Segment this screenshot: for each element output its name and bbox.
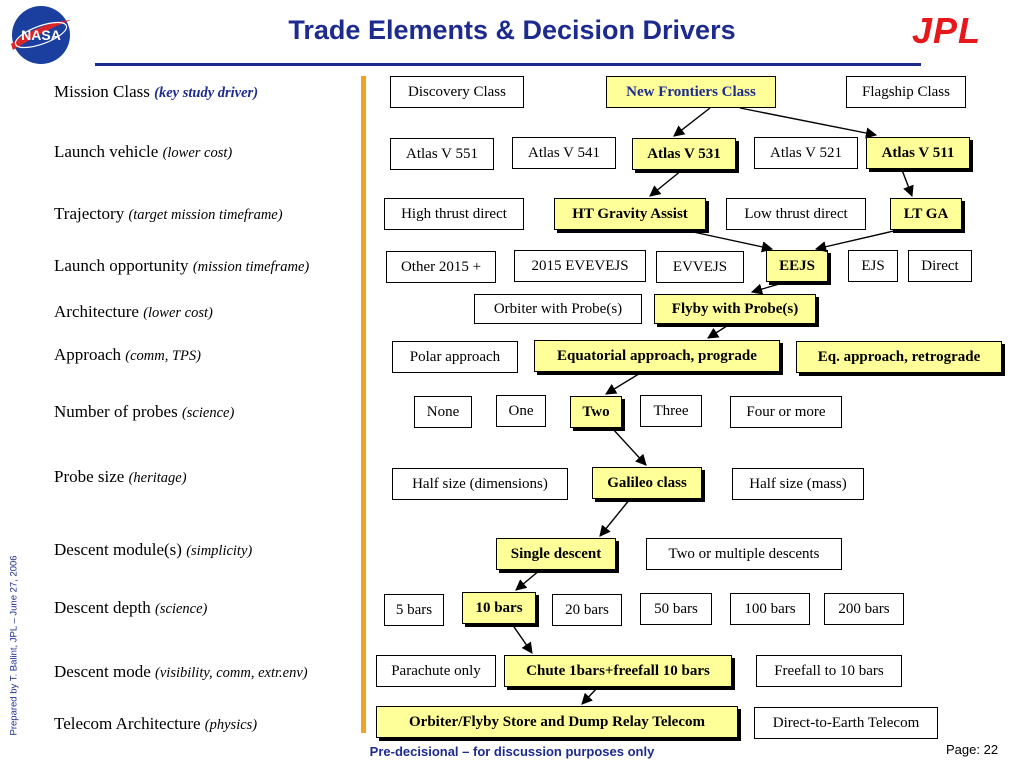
option-lt-ga: LT GA <box>890 198 962 230</box>
option-freefall-10-bars: Freefall to 10 bars <box>756 655 902 687</box>
row-label-trajectory: Trajectory (target mission timeframe) <box>54 204 283 223</box>
row-label-descent-modules: Descent module(s) (simplicity) <box>54 540 253 559</box>
option-probes-one: One <box>496 395 546 427</box>
arrow-eqpro-to-two <box>605 371 643 395</box>
arrow-single-to-10bars <box>515 569 541 591</box>
option-atlas-v-551: Atlas V 551 <box>390 138 494 170</box>
row-label-mission-class: Mission Class (key study driver) <box>54 82 259 101</box>
option-probes-four-or-more: Four or more <box>730 396 842 428</box>
title-underline <box>95 63 921 66</box>
row-label-descent-mode: Descent mode (visibility, comm, extr.env… <box>54 662 308 681</box>
row-label-telecom: Telecom Architecture (physics) <box>54 714 258 733</box>
arrow-two-to-galileo <box>611 427 647 466</box>
arrow-531-to-htga <box>649 169 683 197</box>
row-label-approach: Approach (comm, TPS) <box>54 345 201 364</box>
arrow-ltga-to-eejs <box>814 229 899 253</box>
row-label-launch-opportunity: Launch opportunity (mission timeframe) <box>54 256 310 275</box>
option-other-2015: Other 2015 + <box>386 251 496 283</box>
arrow-10bars-to-chute <box>511 623 533 654</box>
option-probes-two: Two <box>570 396 622 428</box>
footer-disclaimer: Pre-decisional – for discussion purposes… <box>369 744 655 759</box>
page-title: Trade Elements & Decision Drivers <box>288 15 736 45</box>
option-2015-evevejs: 2015 EVEVEJS <box>514 250 646 282</box>
option-probes-none: None <box>414 396 472 428</box>
nasa-logo: NASA <box>11 6 71 64</box>
option-atlas-v-541: Atlas V 541 <box>512 137 616 169</box>
row-label-architecture: Architecture (lower cost) <box>54 302 213 321</box>
option-orbiter-with-probes: Orbiter with Probe(s) <box>474 294 642 324</box>
row-label-descent-depth: Descent depth (science) <box>54 598 208 617</box>
option-polar-approach: Polar approach <box>392 341 518 373</box>
option-200-bars: 200 bars <box>824 593 904 625</box>
option-atlas-v-531: Atlas V 531 <box>632 138 736 170</box>
arrow-chute-to-relay <box>581 686 599 705</box>
option-half-size-dimensions: Half size (dimensions) <box>392 468 568 500</box>
option-5-bars: 5 bars <box>384 594 444 626</box>
option-eejs: EEJS <box>766 250 828 282</box>
option-ejs: EJS <box>848 250 898 282</box>
option-50-bars: 50 bars <box>640 593 712 625</box>
arrow-511-to-ltga <box>901 169 914 198</box>
arrow-nf-to-511 <box>739 107 878 139</box>
option-low-thrust-direct: Low thrust direct <box>726 198 866 230</box>
option-probes-three: Three <box>640 395 702 427</box>
option-flyby-with-probes: Flyby with Probe(s) <box>654 294 816 324</box>
row-label-number-of-probes: Number of probes (science) <box>54 402 235 421</box>
page-number: Page: 22 <box>946 742 999 757</box>
option-store-and-dump-relay: Orbiter/Flyby Store and Dump Relay Telec… <box>376 706 738 738</box>
option-20-bars: 20 bars <box>552 594 622 626</box>
nasa-logo-text: NASA <box>21 27 61 43</box>
option-galileo-class: Galileo class <box>592 467 702 499</box>
option-new-frontiers-class: New Frontiers Class <box>606 76 776 108</box>
jpl-logo: JPL <box>912 10 982 51</box>
arrow-htga-to-eejs <box>683 229 774 253</box>
option-evvejs: EVVEJS <box>656 251 744 283</box>
option-atlas-v-521: Atlas V 521 <box>754 137 858 169</box>
option-multiple-descents: Two or multiple descents <box>646 538 842 570</box>
option-single-descent: Single descent <box>496 538 616 570</box>
option-parachute-only: Parachute only <box>376 655 496 687</box>
option-atlas-v-511: Atlas V 511 <box>866 137 970 169</box>
arrow-flyby-to-eqpro <box>707 323 731 339</box>
divider-line <box>361 76 366 733</box>
option-discovery-class: Discovery Class <box>390 76 524 108</box>
option-high-thrust-direct: High thrust direct <box>384 198 524 230</box>
option-half-size-mass: Half size (mass) <box>732 468 864 500</box>
option-equatorial-prograde: Equatorial approach, prograde <box>534 340 780 372</box>
row-label-launch-vehicle: Launch vehicle (lower cost) <box>54 142 233 161</box>
option-10-bars: 10 bars <box>462 592 536 624</box>
option-chute-freefall: Chute 1bars+freefall 10 bars <box>504 655 732 687</box>
row-label-probe-size: Probe size (heritage) <box>54 467 187 486</box>
prepared-by-note: Prepared by T. Balint, JPL – June 27, 20… <box>8 555 20 736</box>
option-ht-gravity-assist: HT Gravity Assist <box>554 198 706 230</box>
arrow-galileo-to-single <box>599 498 631 537</box>
option-direct-to-earth: Direct-to-Earth Telecom <box>754 707 938 739</box>
option-flagship-class: Flagship Class <box>846 76 966 108</box>
option-100-bars: 100 bars <box>730 593 810 625</box>
option-direct: Direct <box>908 250 972 282</box>
arrow-nf-to-531 <box>673 107 711 137</box>
option-eq-retrograde: Eq. approach, retrograde <box>796 341 1002 373</box>
arrow-eejs-to-flyby <box>750 281 787 295</box>
